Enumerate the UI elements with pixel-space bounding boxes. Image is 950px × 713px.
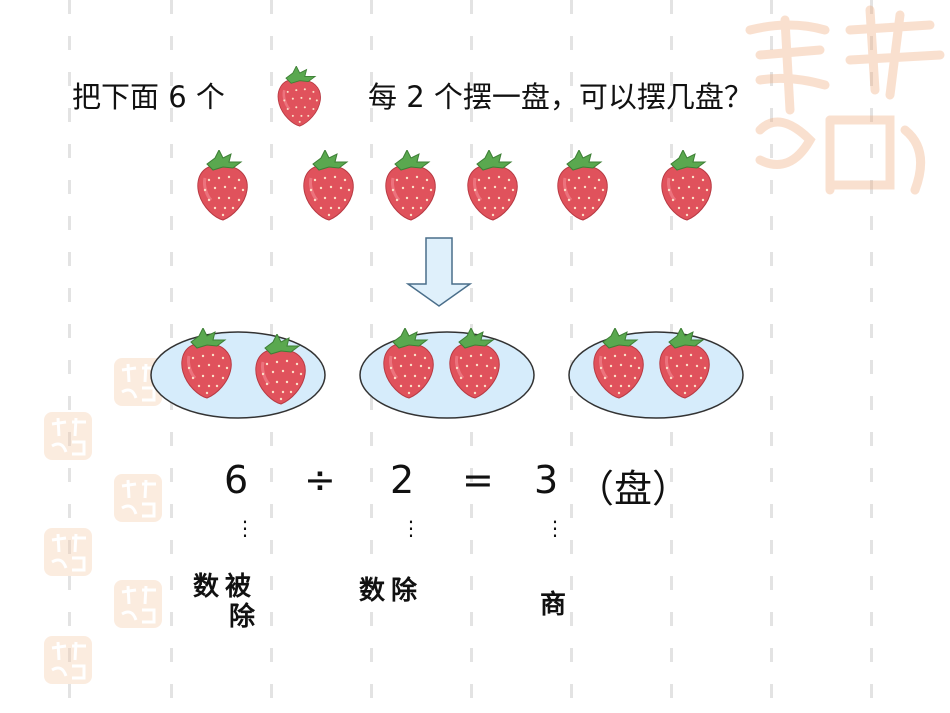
- dividend-label-line2: 除: [229, 602, 256, 632]
- decorative-seal-icon: [44, 412, 92, 460]
- strawberry-icon: [382, 328, 435, 400]
- decorative-seal-icon: [114, 580, 162, 628]
- strawberry-icon: [658, 328, 711, 400]
- decorative-seal-icon: [114, 358, 162, 406]
- down-arrow-icon: [405, 237, 473, 307]
- connector-dots: ⋮: [401, 516, 421, 540]
- strawberry-icon: [448, 328, 501, 400]
- unit: （盘）: [576, 467, 691, 511]
- dividend: 6: [224, 458, 249, 502]
- connector-dots: ⋮: [235, 516, 255, 540]
- decorative-seal-icon: [114, 474, 162, 522]
- divisor-label: 数除: [359, 576, 424, 606]
- equals-sign: =: [462, 458, 494, 502]
- strawberry-icon: [660, 150, 713, 222]
- strawberry-icon: [276, 66, 322, 128]
- quotient-label: 商: [540, 590, 567, 620]
- strawberry-icon: [466, 150, 519, 222]
- dividend-label-line1: 数被: [193, 572, 258, 602]
- divide-sign: ÷: [304, 458, 336, 502]
- question-part1: 把下面 6 个: [72, 80, 225, 114]
- strawberry-icon: [196, 150, 249, 222]
- strawberry-icon: [302, 150, 355, 222]
- strawberry-icon: [592, 328, 645, 400]
- strawberry-icon: [254, 334, 307, 406]
- question-text: 把下面 6 个 每 2 个摆一盘，可以摆几盘？: [72, 74, 753, 116]
- quotient: 3: [534, 458, 559, 502]
- decorative-seal-icon: [745, 5, 945, 195]
- strawberry-icon: [384, 150, 437, 222]
- decorative-seal-icon: [44, 636, 92, 684]
- strawberry-icon: [180, 328, 233, 400]
- divisor: 2: [390, 458, 415, 502]
- dividend-label: 数被 除: [193, 572, 257, 632]
- connector-dots: ⋮: [545, 516, 565, 540]
- decorative-seal-icon: [44, 528, 92, 576]
- question-part2: 每 2 个摆一盘，可以摆几盘？: [368, 80, 753, 114]
- strawberry-icon: [556, 150, 609, 222]
